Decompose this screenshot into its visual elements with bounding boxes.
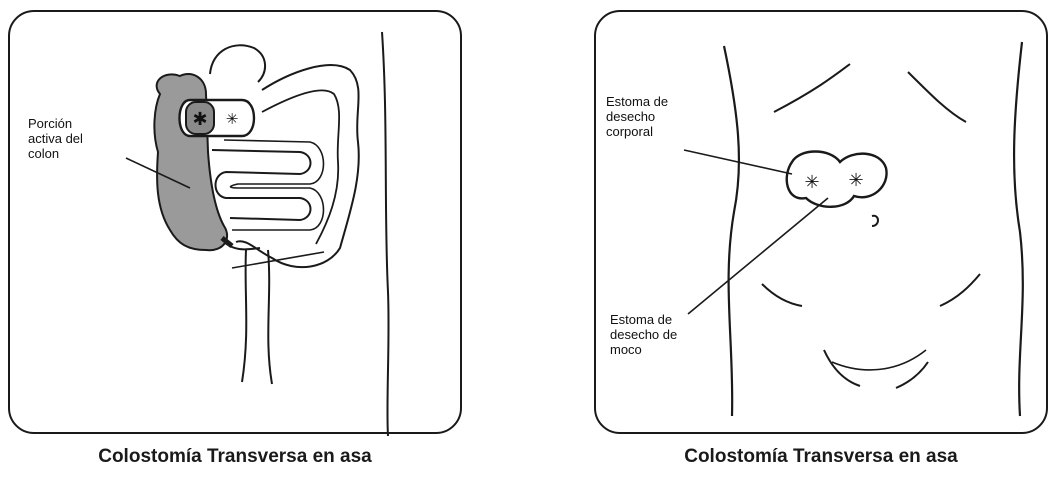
stoma-opening-active: ✱ [192,109,207,130]
stoma-opening-inactive: ✳ [226,110,239,128]
stoma-outline [787,152,887,207]
upper-bowel-outline [210,45,265,82]
torso-right-side [1014,42,1023,416]
colon-diagram-panel: ✱ ✳ Porción activa del colon [8,10,462,434]
navel [872,216,878,226]
waste-stoma-opening: ✳ [804,172,819,193]
rectum-outline [242,250,272,384]
pelvis-line-right [896,362,928,388]
waist-line-left [762,284,802,306]
active-colon-label: Porción activa del colon [28,116,83,161]
mucus-stoma-pointer [688,198,828,314]
torso-left-side [724,46,739,416]
waste-stoma-label: Estoma de desecho corporal [606,94,668,139]
mucus-stoma-label: Estoma de desecho de moco [610,312,677,357]
pelvis-curve [832,350,926,370]
stoma-diagram-panel: ✳ ✳ Estoma de desecho corporal Estoma de… [594,10,1048,434]
colon-illustration: ✱ ✳ [10,12,464,436]
chest-line-right [908,72,966,122]
right-figure-caption: Colostomía Transversa en asa [594,446,1048,468]
small-intestine-coils [212,150,311,220]
body-side-outline [382,32,389,436]
waist-line-right [940,274,980,306]
chest-line-left [774,64,850,112]
descending-colon-inner [262,90,339,244]
left-figure-caption: Colostomía Transversa en asa [8,446,462,468]
abdomen-illustration: ✳ ✳ [596,12,1050,436]
mucus-stoma-opening: ✳ [848,170,863,191]
